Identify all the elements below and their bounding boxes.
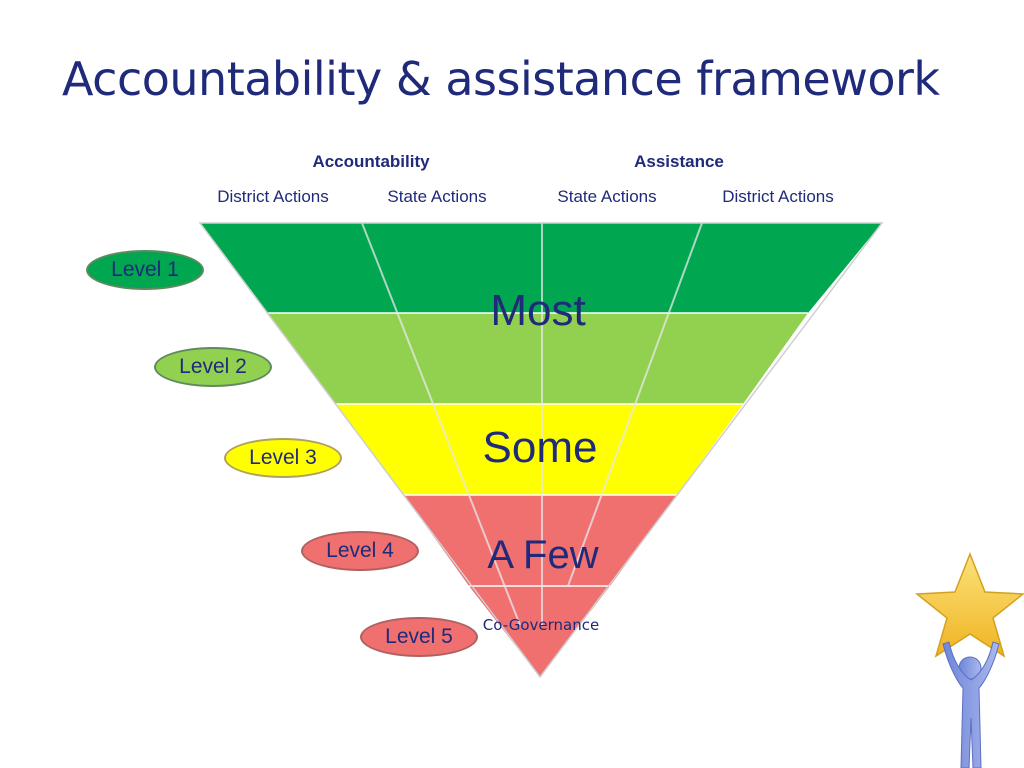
level-4-label: Level 4 [326, 539, 394, 562]
level-2-pill: Level 2 [154, 347, 272, 387]
assistance-header: Assistance [634, 152, 724, 171]
column-divider [361, 222, 521, 626]
assistance-district-actions: District Actions [722, 187, 834, 206]
band-label-a-few: A Few [487, 533, 599, 577]
slide-title: Accountability & assistance framework [62, 52, 940, 106]
star-holding-figure-icon [915, 551, 1024, 768]
band-label-some: Some [482, 423, 598, 472]
assistance-state-actions: State Actions [557, 187, 657, 206]
star-icon [915, 551, 1024, 658]
band-level-3 [335, 404, 743, 495]
level-3-label: Level 3 [249, 446, 317, 469]
person-figure-icon [942, 641, 1000, 768]
band-level-5 [469, 586, 610, 677]
level-1-label: Level 1 [111, 258, 179, 281]
level-5-pill: Level 5 [360, 617, 478, 657]
level-3-pill: Level 3 [224, 438, 342, 478]
level-5-label: Level 5 [385, 625, 453, 648]
accountability-district-actions: District Actions [217, 187, 329, 206]
pyramid-outline [198, 222, 884, 679]
accountability-header: Accountability [312, 152, 430, 171]
band-level-4 [404, 495, 677, 586]
band-level-2 [268, 313, 808, 404]
level-1-pill: Level 1 [86, 250, 204, 290]
band-label-most: Most [490, 286, 586, 335]
accountability-state-actions: State Actions [387, 187, 487, 206]
band-label-co-governance: Co-Governance [482, 616, 600, 634]
column-divider [567, 222, 703, 587]
level-4-pill: Level 4 [301, 531, 419, 571]
level-2-label: Level 2 [179, 355, 247, 378]
